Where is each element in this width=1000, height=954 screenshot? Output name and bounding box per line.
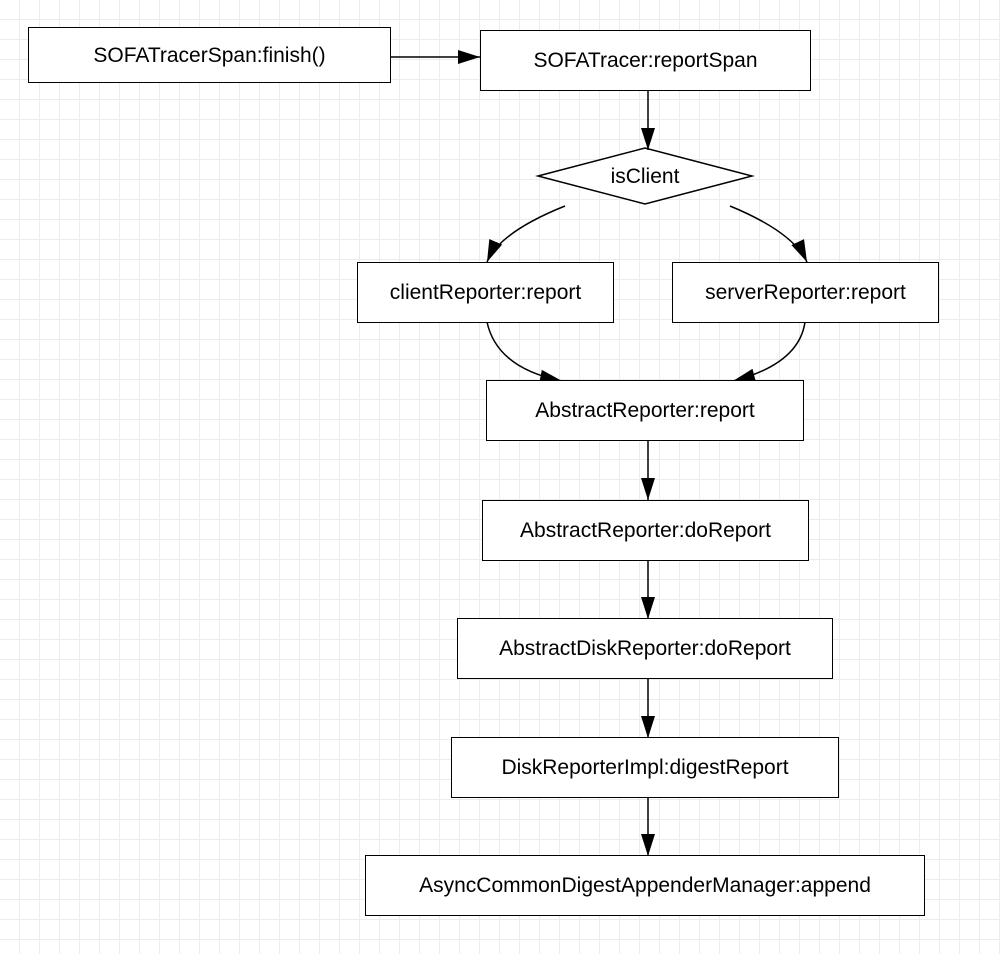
node-async-append: AsyncCommonDigestAppenderManager:append [365, 855, 925, 916]
edge-server-reporter-to-abstract-report [732, 321, 806, 383]
node-client-reporter: clientReporter:report [357, 262, 614, 323]
node-disk-digest-report: DiskReporterImpl:digestReport [451, 737, 839, 798]
node-server-reporter: serverReporter:report [672, 262, 939, 323]
node-abstract-do-report: AbstractReporter:doReport [482, 500, 809, 561]
edge-client-reporter-to-abstract-report [486, 321, 563, 384]
edge-is-client-to-client-reporter [486, 205, 566, 263]
node-abstract-disk-do-report: AbstractDiskReporter:doReport [457, 618, 833, 679]
node-span-finish: SOFATracerSpan:finish() [28, 27, 391, 83]
edge-is-client-to-server-reporter [729, 205, 808, 263]
node-report-span: SOFATracer:reportSpan [480, 30, 811, 91]
decision-label-is-client: isClient [610, 164, 680, 188]
node-abstract-report: AbstractReporter:report [486, 380, 804, 441]
